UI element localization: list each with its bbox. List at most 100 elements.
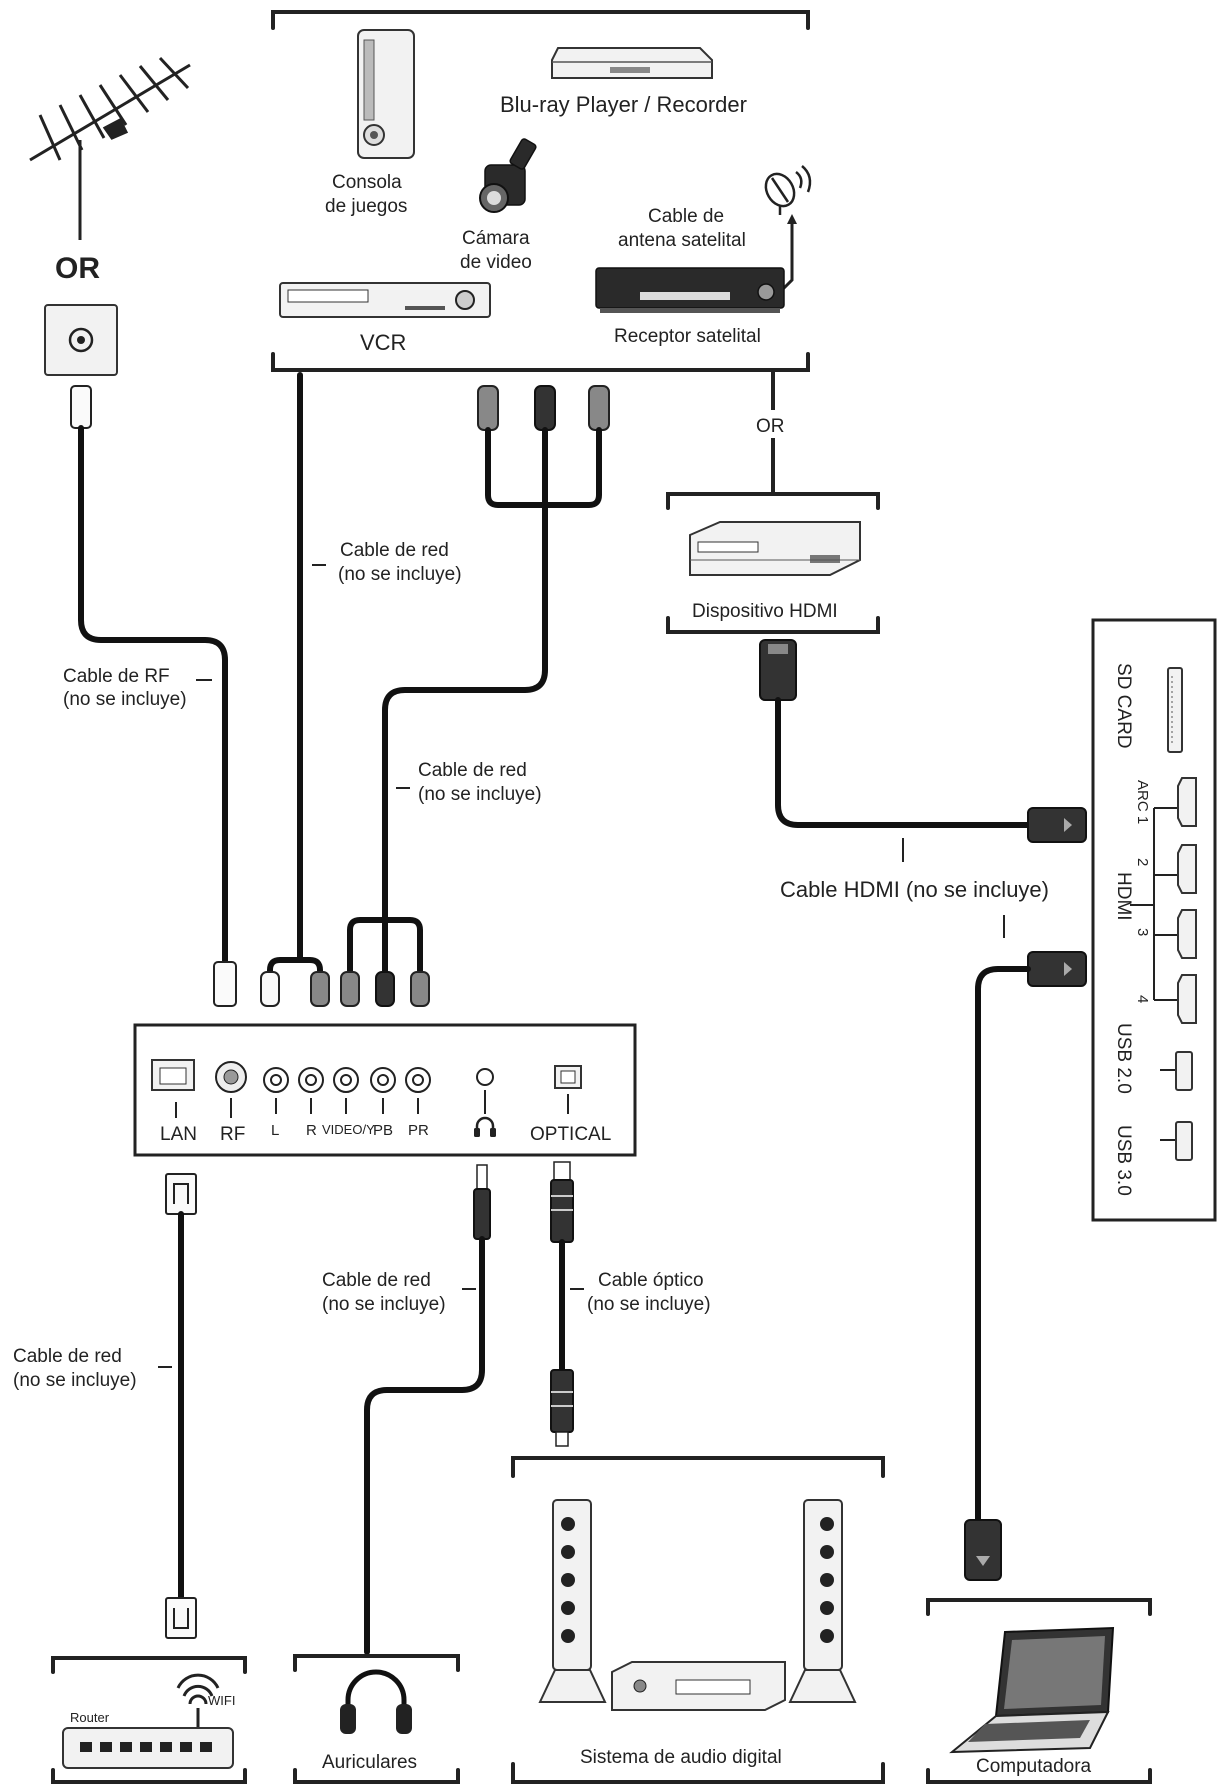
headphones-icon — [340, 1669, 412, 1734]
sat-antenna-wire — [780, 222, 794, 292]
cable-red-label-2b: (no se incluye) — [418, 784, 542, 805]
hdmi-cable-device — [775, 697, 1031, 828]
game-console-icon — [357, 29, 415, 159]
rf-cable — [78, 425, 228, 965]
camera-label: Cámara — [462, 228, 530, 249]
cable-red-label-1: Cable de red — [340, 540, 449, 561]
cable-red-label-3b: (no se incluye) — [322, 1294, 446, 1315]
hdmi-device-icon — [689, 521, 861, 576]
lan-port — [151, 1059, 195, 1118]
router-bracket-top — [51, 1656, 247, 1674]
cable-red-label-2: Cable de red — [418, 760, 527, 781]
laptop-icon — [949, 1626, 1115, 1754]
video-camera-icon — [479, 138, 537, 213]
cable-red-label-4b: (no se incluye) — [13, 1370, 137, 1391]
panel-video-label: VIDEO/Y — [322, 1122, 375, 1137]
rca-plug-top-2 — [534, 385, 556, 431]
plug-pr — [410, 971, 430, 1007]
cable-rf-label-2: (no se incluye) — [63, 689, 187, 710]
top-bracket-lower — [271, 352, 810, 372]
panel-rf-label: RF — [220, 1124, 245, 1145]
hdmi-ports — [1177, 777, 1197, 1024]
rf-plug-top — [70, 385, 92, 429]
optical-port — [554, 1065, 582, 1114]
plug-l — [260, 971, 280, 1007]
cable-red-label-1b: (no se incluye) — [338, 564, 462, 585]
computer-bracket-top — [926, 1598, 1152, 1616]
camera-label-2: de video — [460, 252, 532, 273]
component-cable-split — [347, 917, 423, 981]
audio-bracket-top — [511, 1456, 885, 1478]
plug-pb — [375, 971, 395, 1007]
console-label: Consola — [332, 172, 402, 193]
plug-r — [310, 971, 330, 1007]
bluray-player-icon — [551, 47, 713, 79]
hdmi-plug-tv-1 — [1027, 807, 1087, 843]
hdmi-plug-tv-2 — [1027, 951, 1087, 987]
usb-ports — [1160, 1051, 1193, 1161]
panel-pr-label: PR — [408, 1122, 429, 1139]
satellite-receiver-icon — [595, 267, 785, 313]
port2-label: 2 — [1134, 858, 1151, 866]
cable-rf-label: Cable de RF — [63, 666, 170, 687]
router-bracket-bottom — [51, 1768, 247, 1784]
cable-red-label-3: Cable de red — [322, 1270, 431, 1291]
sd-card-slot — [1167, 667, 1183, 753]
cable-optical-label: Cable óptico — [598, 1270, 704, 1291]
console-label-2: de juegos — [325, 196, 407, 217]
plug-video — [340, 971, 360, 1007]
bluray-label: Blu-ray Player / Recorder — [500, 92, 747, 117]
satellite-dish-icon — [764, 165, 812, 215]
antenna-icon — [29, 56, 191, 240]
hdmi-device-label: Dispositivo HDMI — [692, 601, 838, 622]
rca-cable-bundle-top — [382, 427, 602, 963]
computer-label: Computadora — [976, 1756, 1092, 1777]
hdmi-cable-computer — [975, 966, 1031, 1523]
av-ports — [263, 1067, 431, 1114]
hdmi-device-bracket-top — [666, 492, 880, 510]
sat-cable-label-2: antena satelital — [618, 230, 746, 251]
headphone-bracket-bottom — [293, 1768, 460, 1784]
or-label-big: OR — [55, 252, 100, 285]
audio-bracket-bottom — [511, 1762, 885, 1784]
hdmi-plug-computer — [964, 1519, 1002, 1581]
lan-plug-bottom — [165, 1597, 197, 1639]
cable-red-label-4: Cable de red — [13, 1346, 122, 1367]
vcr-label: VCR — [360, 330, 406, 355]
speaker-left-icon — [538, 1499, 607, 1703]
rf-port — [215, 1061, 247, 1118]
sat-cable-label: Cable de — [648, 206, 724, 227]
panel-lan-label: LAN — [160, 1124, 197, 1145]
panel-optical-label: OPTICAL — [530, 1124, 611, 1145]
optical-plug-bottom — [550, 1369, 574, 1447]
audio-receiver-icon — [611, 1661, 786, 1711]
rca-plug-top-3 — [588, 385, 610, 431]
headphones-label: Auriculares — [322, 1752, 417, 1773]
router-label: Router — [70, 1710, 110, 1725]
or-label-small: OR — [756, 416, 785, 437]
port3-label: 3 — [1134, 928, 1151, 936]
audio-system-label: Sistema de audio digital — [580, 1747, 782, 1768]
cable-optical-label-2: (no se incluye) — [587, 1294, 711, 1315]
computer-bracket-bottom — [926, 1768, 1152, 1784]
router-icon — [62, 1727, 234, 1769]
wifi-label: WIFI — [208, 1693, 235, 1708]
lan-plug-top — [165, 1173, 197, 1215]
panel-pb-label: PB — [373, 1122, 393, 1139]
rf-plug-bottom — [213, 961, 237, 1007]
usb3-label: USB 3.0 — [1113, 1125, 1134, 1196]
arc1-label: ARC 1 — [1134, 780, 1151, 824]
port4-label: 4 — [1134, 995, 1151, 1003]
cable-hdmi-label: Cable HDMI (no se incluye) — [780, 877, 1049, 902]
top-bracket-upper — [271, 10, 810, 30]
headphone-jack — [476, 1068, 494, 1114]
hdmi-group-line — [1130, 807, 1180, 1001]
hdmi-side-label: HDMI — [1113, 872, 1134, 921]
optical-plug-top — [550, 1161, 574, 1243]
hdmi-device-bracket-bottom — [666, 616, 880, 634]
panel-r-label: R — [306, 1122, 317, 1139]
headphone-bracket-top — [293, 1654, 460, 1672]
headphone-plug — [473, 1164, 491, 1240]
sat-receiver-label: Receptor satelital — [614, 326, 761, 347]
